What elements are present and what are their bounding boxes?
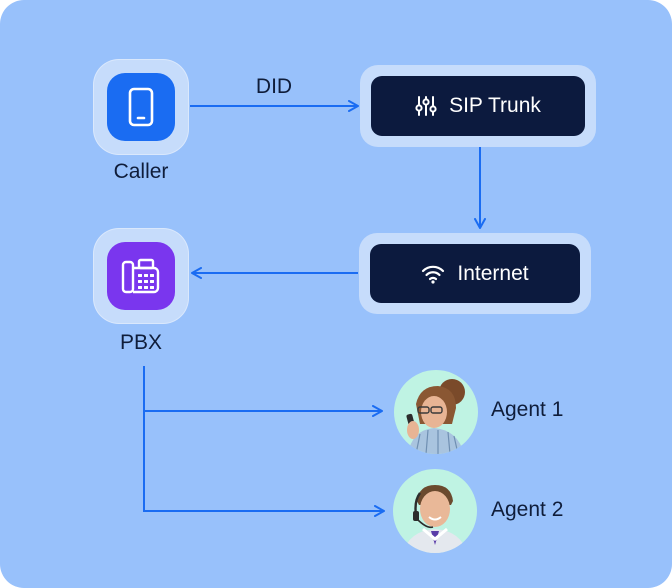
caller-node	[93, 59, 189, 155]
smartphone-icon	[128, 87, 154, 127]
sip-trunk-pill: SIP Trunk	[371, 76, 585, 136]
caller-icon-tile	[107, 73, 175, 141]
caller-label: Caller	[113, 160, 169, 183]
internet-pill: Internet	[370, 244, 580, 303]
sliders-icon	[415, 96, 437, 116]
pbx-node	[93, 228, 189, 324]
agent-1-photo	[406, 379, 465, 454]
wifi-icon	[422, 265, 445, 284]
agent-1-avatar	[394, 370, 478, 454]
pbx-label: PBX	[119, 331, 163, 354]
agent-2-avatar	[393, 469, 477, 553]
arrow-pbx-to-agent-2	[143, 411, 385, 517]
sip-trunk-node: SIP Trunk	[360, 65, 596, 147]
agent-2-label: Agent 2	[491, 498, 564, 521]
agent-2-photo	[403, 485, 467, 553]
agent-1-label: Agent 1	[491, 398, 564, 421]
pbx-icon-tile	[107, 242, 175, 310]
internet-node: Internet	[359, 233, 591, 314]
desk-phone-icon	[121, 258, 160, 294]
sip-trunk-label: SIP Trunk	[449, 94, 541, 117]
internet-label: Internet	[457, 261, 529, 285]
did-edge-label: DID	[255, 75, 293, 98]
arrow-pbx-to-agent-1	[143, 366, 383, 417]
